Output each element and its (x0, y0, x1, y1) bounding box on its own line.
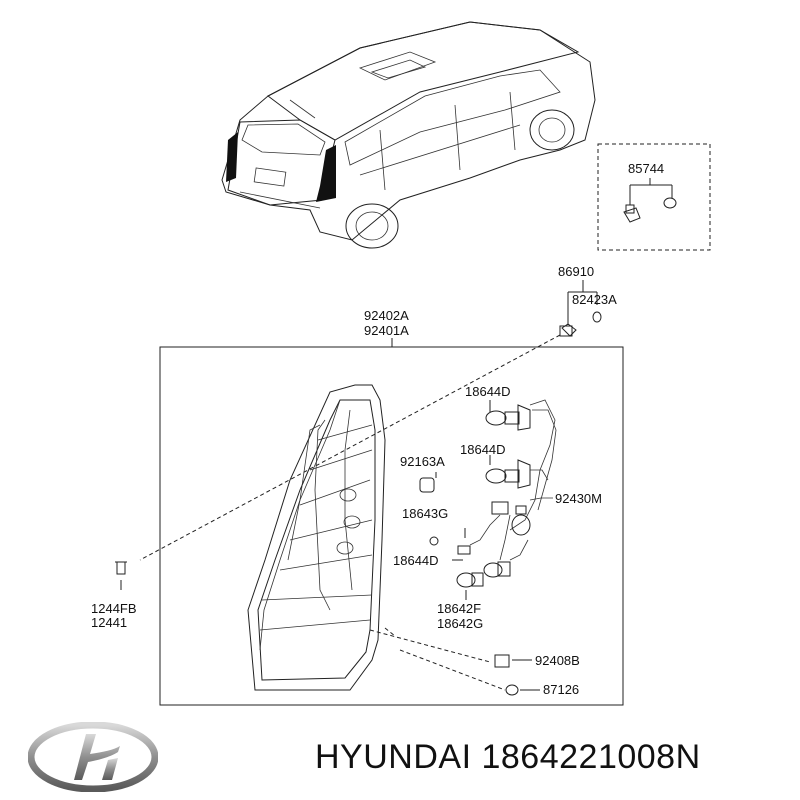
label-92163a: 92163A (400, 454, 445, 469)
label-18642g: 18642G (437, 616, 483, 631)
bulbs-and-harness (419, 399, 557, 600)
label-18642f: 18642F (437, 601, 481, 616)
bulb-lower-left (456, 572, 484, 588)
label-1244fb: 1244FB (91, 601, 137, 616)
tail-lamp (247, 384, 386, 691)
bolt-group (139, 280, 602, 561)
bottom-clips (369, 627, 540, 696)
brand-name: HYUNDAI (315, 738, 472, 776)
label-18644d-middle: 18644D (460, 442, 506, 457)
lamp-assembly-frame (159, 338, 624, 706)
hyundai-logo (28, 722, 158, 792)
car-illustration (221, 21, 596, 249)
label-18643g: 18643G (402, 506, 448, 521)
label-86910: 86910 (558, 264, 594, 279)
label-85744: 85744 (628, 161, 664, 176)
label-18644d-lower: 18644D (393, 553, 439, 568)
label-82423a: 82423A (572, 292, 617, 307)
part-number: 1864221008N (481, 738, 701, 776)
clip-inset-box (597, 143, 711, 251)
label-18644d-upper: 18644D (465, 384, 511, 399)
label-12441: 12441 (91, 615, 127, 630)
clip-part-icon (623, 204, 641, 223)
bulb-middle (485, 459, 531, 489)
label-87126: 87126 (543, 682, 579, 697)
label-92402a: 92402A (364, 308, 409, 323)
bulb-lower-right (483, 561, 511, 578)
bulb-lower-small (457, 545, 471, 555)
clip-washer-icon (663, 197, 677, 209)
label-92408b: 92408B (535, 653, 580, 668)
screw-1244fb (115, 561, 127, 590)
label-92430m: 92430M (555, 491, 602, 506)
bulb-upper (485, 404, 531, 431)
footer-part-caption: HYUNDAI 1864221008N (315, 738, 701, 777)
label-92401a: 92401A (364, 323, 409, 338)
